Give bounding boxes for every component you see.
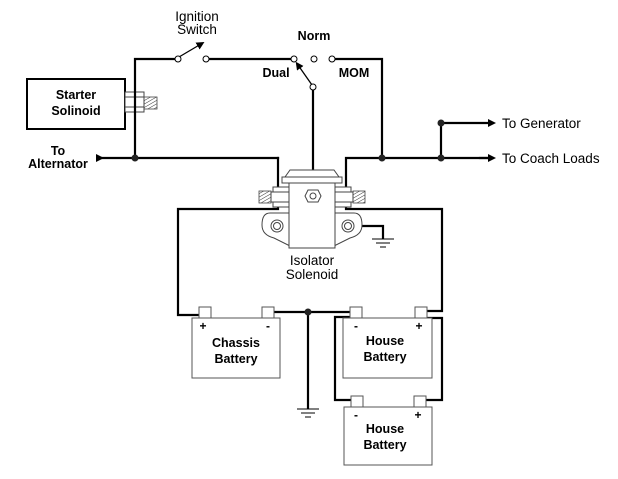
isolator-cap-plate [281,176,343,184]
junction-neg [304,308,312,316]
selector-terminal-mom [328,55,336,63]
isolator-center-stud [309,192,317,200]
isolator-mount-left-inner [273,222,281,230]
chassis-battery: + - Chassis Battery [191,306,281,379]
isolator-mount-right-inner [344,222,352,230]
house1-terminal-neg [349,306,363,319]
isolator-right-washer [334,186,352,193]
isolator-solenoid: Isolator Solenoid [258,169,366,282]
ground-icon-battery [297,408,319,418]
house2-terminal-neg [350,395,364,408]
house1-label-1: House [366,334,404,348]
chassis-terminal-pos [198,306,212,319]
house-battery-2: - + House Battery [343,395,433,466]
ignition-label-1: Ignition [175,9,219,24]
wire-house-pos [344,203,444,313]
chassis-neg-sign: - [266,319,270,333]
house2-label-2: Battery [363,438,406,452]
junction-gen [437,119,445,127]
selector-terminal-common [309,83,317,91]
house1-terminal-pos [414,306,428,319]
isolator-left-thread [258,190,272,204]
isolator-label-1: Isolator [290,253,335,268]
isolator-left-washer2 [272,201,290,208]
isolator-right-washer2 [334,201,352,208]
house2-terminal-pos [413,395,427,408]
starter-stud [143,96,158,110]
selector-lever [295,61,313,86]
selector-norm-label: Norm [298,29,331,43]
house2-neg-sign: - [354,408,358,422]
selector-switch: Norm Dual MOM [262,29,370,91]
ignition-terminal-right [202,55,210,63]
junction-coach [437,154,445,162]
wire-chassis-pos [176,203,280,317]
isolator-right-nut [334,191,354,203]
ground-icon-isolator [372,238,394,248]
alternator-label-2: Alternator [28,157,88,171]
wire-ignition-feed [133,57,177,160]
starter-solenoid-body [26,78,126,130]
isolator-left-nut [270,191,290,203]
coach-loads-label: To Coach Loads [502,151,600,166]
isolator-left-washer [272,186,290,193]
chassis-terminal-neg [261,306,275,319]
starter-label-2: Solinoid [51,104,100,118]
chassis-pos-sign: + [199,319,206,333]
ignition-label-2: Switch [177,22,217,37]
house1-battery-case [342,317,433,379]
selector-terminal-norm [310,55,318,63]
wire-generator [439,119,496,160]
isolator-cap [284,169,340,178]
alternator-label-1: To [51,144,66,158]
selector-mom-label: MOM [339,66,370,80]
junction-alt [131,154,139,162]
ignition-terminal-left [174,55,182,63]
isolator-label-2: Solenoid [286,267,339,282]
ignition-lever [178,41,205,58]
house1-pos-sign: + [415,319,422,333]
chassis-label-1: Chassis [212,336,260,350]
chassis-battery-case [191,317,281,379]
junction-mom [378,154,386,162]
house2-battery-case [343,406,433,466]
ignition-switch: Ignition Switch [174,9,219,63]
starter-solenoid: Starter Solinoid [26,78,158,130]
junctions [131,119,445,316]
wire-coach-bus [344,156,492,198]
selector-terminal-dual [290,55,298,63]
wire-house-neg-parallel [333,315,358,402]
house-battery-1: - + House Battery [342,306,433,379]
house2-label-1: House [366,422,404,436]
house1-neg-sign: - [354,319,358,333]
generator-label: To Generator [502,116,581,131]
selector-dual-label: Dual [262,66,289,80]
isolator-right-thread [352,190,366,204]
chassis-label-2: Battery [214,352,257,366]
wire-mom [332,57,384,160]
house2-pos-sign: + [414,408,421,422]
starter-label-1: Starter [56,88,96,102]
house1-label-2: Battery [363,350,406,364]
